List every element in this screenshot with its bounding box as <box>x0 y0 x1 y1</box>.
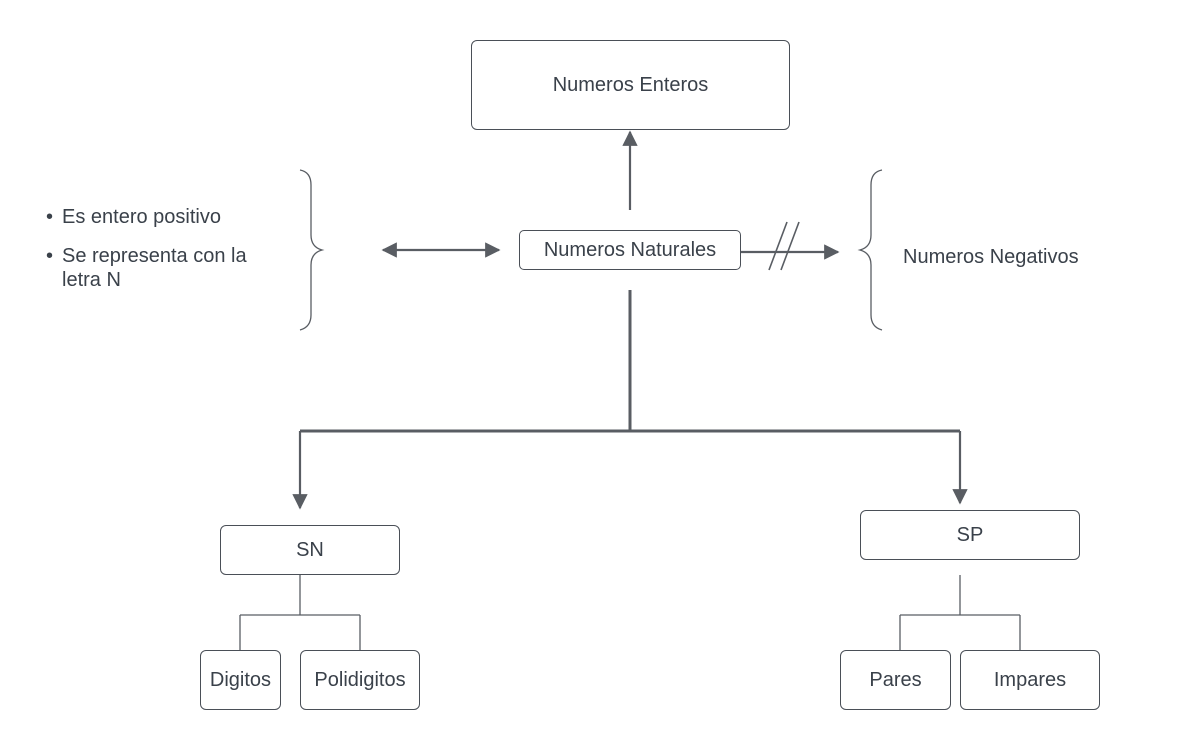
property-text: Es entero positivo <box>62 206 221 228</box>
negation-slash-1 <box>768 221 788 271</box>
node-numeros-negativos: Numeros Negativos <box>903 246 1079 268</box>
node-pares: Pares <box>840 650 951 710</box>
node-digitos: Digitos <box>200 650 281 710</box>
property-item: • Es entero positivo <box>46 205 286 229</box>
property-item: • Se representa con la letra N <box>46 244 286 292</box>
node-numeros-enteros: Numeros Enteros <box>471 40 790 130</box>
node-numeros-naturales: Numeros Naturales <box>519 230 741 270</box>
sn-connector <box>239 575 361 650</box>
right-brace <box>857 169 883 331</box>
node-sn: SN <box>220 525 400 575</box>
node-polidigitos: Polidigitos <box>300 650 420 710</box>
negation-slash-2 <box>780 221 800 271</box>
property-text: Se representa con la letra N <box>62 245 247 291</box>
node-impares: Impares <box>960 650 1100 710</box>
sp-connector <box>899 575 1021 650</box>
bullet-icon: • <box>46 206 54 228</box>
bullet-icon: • <box>46 245 54 267</box>
left-brace <box>299 169 325 331</box>
node-sp: SP <box>860 510 1080 560</box>
properties-list: • Es entero positivo • Se representa con l… <box>46 205 286 307</box>
